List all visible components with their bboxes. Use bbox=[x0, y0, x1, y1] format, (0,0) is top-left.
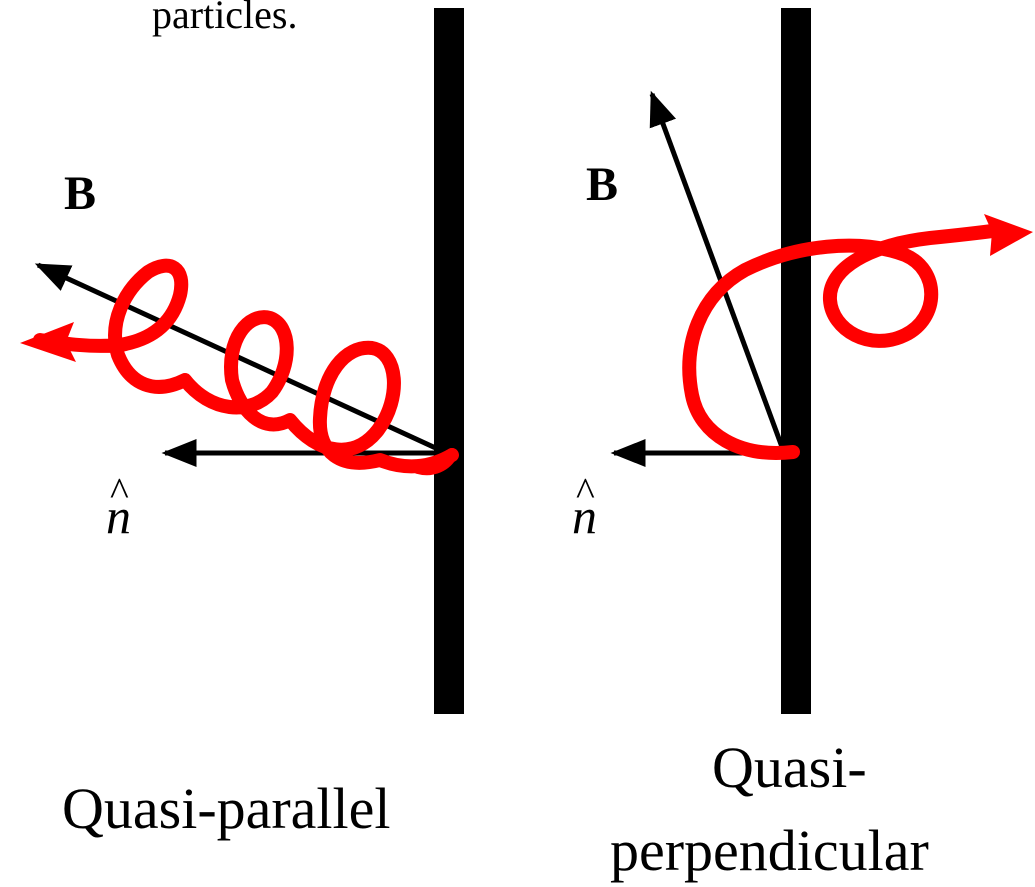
normal-label-hat: ^ bbox=[110, 469, 129, 514]
caption-fragment: particles. bbox=[152, 0, 298, 37]
normal-label-n: n bbox=[572, 488, 597, 544]
magnetic-field-arrow bbox=[34, 262, 442, 453]
shock-front-bar bbox=[781, 8, 811, 714]
magnetic-field-arrow bbox=[649, 90, 785, 448]
quasi-parallel-panel: B ^ n Quasi-parallel bbox=[20, 8, 464, 841]
field-label-b: B bbox=[64, 167, 96, 220]
normal-label-n: n bbox=[106, 488, 131, 544]
quasi-perpendicular-panel: B ^ n Quasi- perpendicular bbox=[572, 8, 1033, 883]
shock-front-bar bbox=[434, 8, 464, 714]
panel-caption-line-2: perpendicular bbox=[610, 818, 929, 883]
normal-label-hat: ^ bbox=[576, 469, 595, 514]
field-label-b: B bbox=[586, 158, 618, 211]
panel-caption-line-1: Quasi- bbox=[712, 735, 867, 800]
panel-caption: Quasi-parallel bbox=[62, 776, 391, 841]
particle-helix-path bbox=[33, 258, 459, 474]
particle-arrowhead bbox=[984, 214, 1033, 256]
particle-arrowhead bbox=[20, 322, 76, 362]
particle-loop-path bbox=[682, 223, 1007, 460]
particle-hook bbox=[412, 448, 458, 476]
